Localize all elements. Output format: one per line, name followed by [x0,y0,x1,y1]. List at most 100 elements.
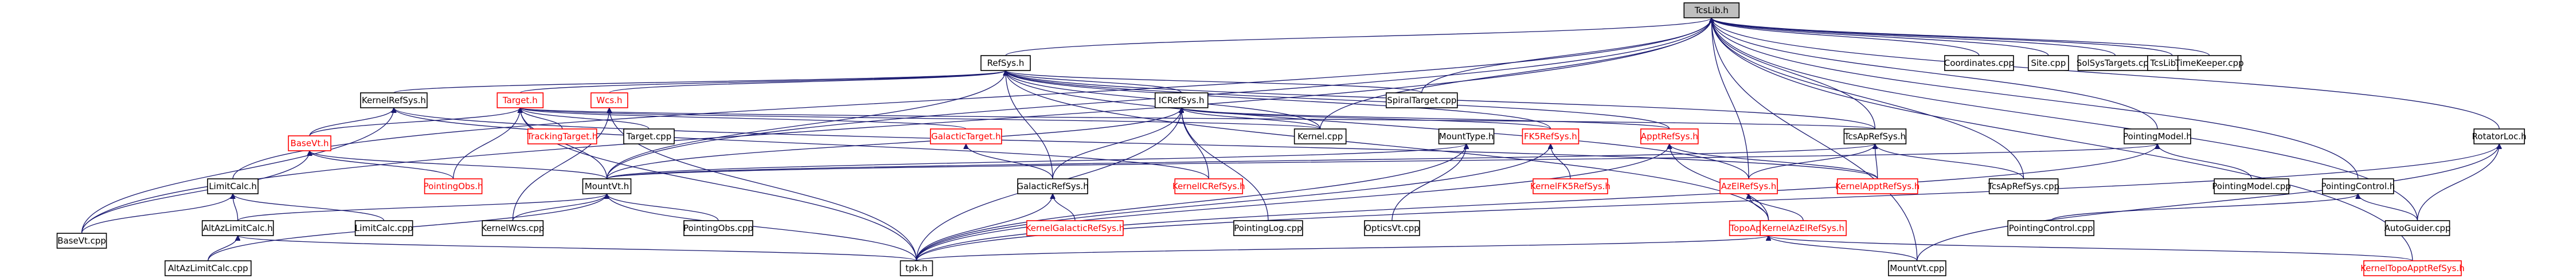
node-box [354,220,413,236]
node-timekeeper[interactable]: TimeKeeper.cpp [2175,55,2244,71]
edge-basevt-to-kernelrefsys [309,107,394,136]
node-kerneltopoapptrefsys[interactable]: KernelTopoApptRefSys.h [2360,260,2465,276]
node-tcsaprefsyscpp[interactable]: TcsApRefSys.cpp [1987,178,2059,194]
node-box [683,220,753,236]
node-kernelgalacticrefsys[interactable]: KernelGalacticRefSys.h [1026,220,1125,236]
node-box [2322,178,2394,194]
edge-limitcalc-to-tcslib [232,18,1711,179]
edge-targetcpp-to-target [520,107,650,130]
node-label: tpk.h [905,263,927,273]
node-pointinglog[interactable]: PointingLog.cpp [1233,220,1303,236]
node-kernelicrefsys[interactable]: KernelICRefSys.h [1172,178,1245,194]
node-pointingmodel[interactable]: PointingModel.h [2123,128,2192,144]
edge-kernelapptrefsys-to-apptrefsys [1670,143,1878,179]
node-label: PointingControl.h [2321,181,2395,191]
node-box [360,92,428,108]
edge-tpk-to-topoapptrefsys [916,235,1768,261]
node-kernelapptrefsys[interactable]: KernelApptRefSys.h [1835,178,1920,194]
node-opticsvt[interactable]: OpticsVt.cpp [1364,220,1420,236]
node-box [2385,220,2450,236]
edge-altazlimitcalccpp-to-altazlimitcalc [208,235,238,261]
node-box [527,128,597,144]
node-box [1293,128,1347,144]
node-tcsaprefsys[interactable]: TcsApRefSys.h [1843,128,1907,144]
node-limitcalccpp[interactable]: LimitCalc.cpp [354,220,413,236]
node-kernelcpp[interactable]: Kernel.cpp [1293,128,1347,144]
node-galactictarget[interactable]: GalacticTarget.h [930,128,1002,144]
edge-mountvt-to-basevt [310,150,608,179]
node-coordinates[interactable]: Coordinates.cpp [1944,55,2014,71]
node-box [590,92,628,108]
node-solsys[interactable]: SolSysTargets.cpp [2077,55,2154,71]
edge-tpk-to-fk5refsys [916,144,1550,261]
node-pointingobscpp[interactable]: PointingObs.cpp [683,220,753,236]
node-tcslib[interactable]: TcsLib.h [1683,2,1740,18]
node-limitcalc[interactable]: LimitCalc.h [207,178,259,194]
node-label: GalacticTarget.h [931,131,1000,142]
node-label: AltAzLimitCalc.cpp [168,263,248,273]
node-kernelrefsys[interactable]: KernelRefSys.h [360,92,428,108]
edge-kernelazelrefsys-to-azelrefsys [1749,193,1804,221]
node-mounttype[interactable]: MountType.h [1438,128,1495,144]
edge-pointingobs-to-basevt [310,150,454,179]
node-label: ICRefSys.h [1159,95,1205,105]
node-kernelazelrefsys[interactable]: KernelAzElRefSys.h [1760,220,1847,236]
node-box [56,233,107,249]
edge-azelrefsys-to-tcsaprefsys [1748,143,1875,179]
edge-tpk-to-altazlimitcalc [238,235,917,261]
node-box [207,178,259,194]
edge-basevtcpp-to-basevt [81,151,310,234]
node-kernelfk5refsys[interactable]: KernelFK5RefSys.h [1530,178,1611,194]
node-icrefsys[interactable]: ICRefSys.h [1154,92,1209,108]
node-pointingcontrol[interactable]: PointingControl.h [2321,178,2395,194]
node-apptrefsys[interactable]: ApptRefSys.h [1640,128,1699,144]
node-target[interactable]: Target.h [497,92,544,108]
node-box [2007,220,2094,236]
node-label: TrackingTarget.h [526,131,597,142]
node-targetcpp[interactable]: Target.cpp [623,128,675,144]
edge-mountvtcpp-to-topoapptrefsys [1769,235,1918,261]
node-refsys[interactable]: RefSys.h [980,55,1031,71]
node-label: ApptRefSys.h [1641,131,1698,142]
node-box [623,128,675,144]
edge-azelrefsys-to-tcslib [1711,18,1749,179]
node-rotatorloc[interactable]: RotatorLoc.h [2472,128,2527,144]
node-fk5refsys[interactable]: FK5RefSys.h [1522,128,1580,144]
node-box [1026,220,1124,236]
edge-tpk-to-mounttype [916,144,1466,261]
node-pointingcontrolcpp[interactable]: PointingControl.cpp [2007,220,2094,236]
node-autoguider[interactable]: AutoGuider.cpp [2385,220,2451,236]
node-galacticrefsys[interactable]: GalacticRefSys.h [1017,178,1089,194]
node-pointingobs[interactable]: PointingObs.h [424,178,483,194]
node-trackingtarget[interactable]: TrackingTarget.h [526,128,597,144]
edge-coordinates-to-tcslib [1711,17,1980,56]
node-kernelwcs[interactable]: KernelWcs.cpp [481,220,544,236]
node-mountvt[interactable]: MountVt.h [582,178,632,194]
node-box [1533,178,1608,194]
edge-kernelwcs-to-mountvt [512,193,607,221]
node-label: BaseVt.h [291,138,329,148]
edge-target-to-refsys [519,70,1006,93]
node-label: Wcs.h [596,95,622,105]
node-label: SolSysTargets.cpp [2077,58,2154,68]
node-altazlimitcalc[interactable]: AltAzLimitCalc.h [201,220,274,236]
node-box [1843,128,1907,144]
node-azelrefsys[interactable]: AzElRefSys.h [1719,178,1778,194]
node-mountvtcpp[interactable]: MountVt.cpp [1888,260,1946,276]
node-pointingmodelcpp[interactable]: PointingModel.cpp [2212,178,2291,194]
node-box [2177,55,2242,71]
node-spiraltarget[interactable]: SpiralTarget.cpp [1385,92,1458,108]
node-label: BaseVt.cpp [57,236,106,246]
edge-galactictarget-to-target [520,107,967,130]
node-label: TcsApRefSys.h [1844,131,1906,142]
node-site[interactable]: Site.cpp [2027,55,2069,71]
node-basevt[interactable]: BaseVt.h [288,135,331,151]
node-wcs[interactable]: Wcs.h [590,92,628,108]
node-basevtcpp[interactable]: BaseVt.cpp [56,233,107,249]
edge-tpk-to-rotatorloc [916,144,2499,261]
node-tpk[interactable]: tpk.h [900,260,933,276]
edge-altazlimitcalc-to-limitcalc [233,194,239,221]
node-altazlimitcalccpp[interactable]: AltAzLimitCalc.cpp [165,260,252,276]
edge-opticsvt-to-mounttype [1391,144,1467,221]
